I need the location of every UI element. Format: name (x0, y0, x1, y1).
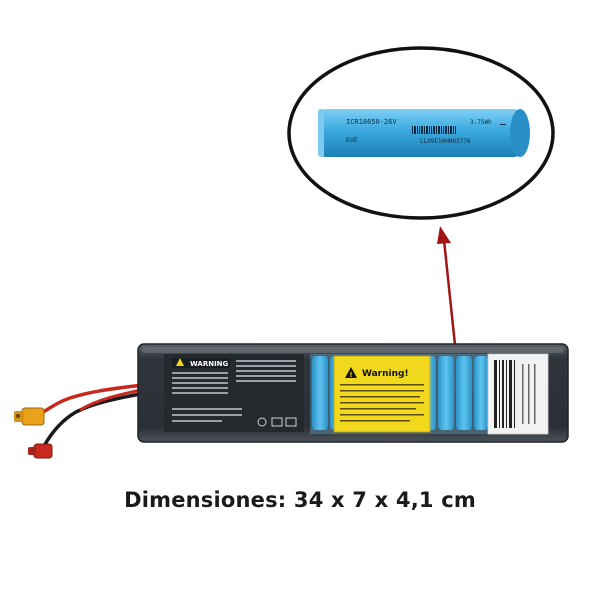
bms-label: WARNING (164, 354, 304, 432)
barcode (412, 126, 456, 134)
dimensions-caption: Dimensiones: 34 x 7 x 4,1 cm (124, 488, 476, 512)
output-cable (14, 382, 151, 459)
rating-label (487, 353, 549, 435)
xt-connector (14, 407, 45, 426)
cell-brand-text: EVE (346, 137, 358, 144)
pointer-arrow (437, 226, 457, 346)
warning-sticker-title: Warning! (362, 369, 409, 379)
battery-pack: WARNING (137, 343, 569, 443)
cell-serial-text: LLO9E16H063776 (420, 138, 471, 145)
cell-18650: ICR18650-26V EVE LLO9E16H063776 3.75Wh (318, 109, 530, 157)
bms-warning-title: WARNING (190, 360, 229, 368)
cell-model-text: ICR18650-26V (346, 118, 397, 126)
warning-sticker: ! Warning! (333, 355, 431, 433)
cell-wh-text: 3.75Wh (470, 119, 492, 126)
bullet-connector (28, 443, 53, 459)
svg-text:!: ! (349, 371, 352, 379)
cell-callout: ICR18650-26V EVE LLO9E16H063776 3.75Wh (287, 46, 555, 220)
